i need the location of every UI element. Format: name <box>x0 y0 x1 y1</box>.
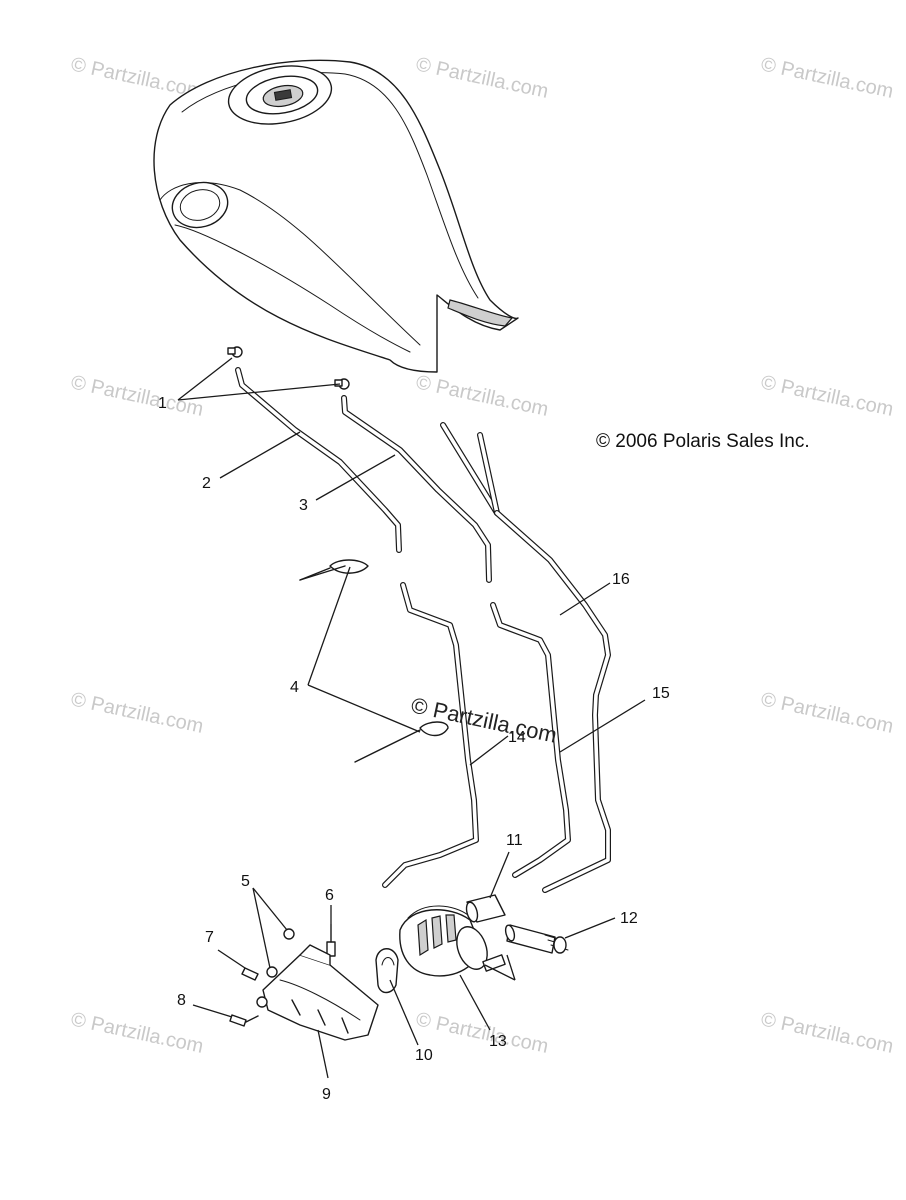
bolt-7 <box>241 967 259 981</box>
vent-hose-15 <box>490 602 571 878</box>
callout-4: 4 <box>290 679 299 696</box>
callout-2: 2 <box>202 475 211 492</box>
watermark: © Partzilla.com <box>414 371 550 421</box>
cable-tie <box>354 721 449 763</box>
charcoal-canister <box>399 905 506 977</box>
hose-clamp <box>227 346 243 358</box>
callout-12: 12 <box>620 910 638 927</box>
watermark: © Partzilla.com <box>69 371 205 421</box>
vent-hose-14 <box>382 582 479 888</box>
hose-sleeve-11 <box>465 894 506 923</box>
callout-14: 14 <box>508 729 526 746</box>
watermark: © Partzilla.com <box>69 1008 205 1058</box>
callout-5: 5 <box>241 873 250 890</box>
canister-bracket <box>256 944 379 1041</box>
callout-9: 9 <box>322 1086 331 1103</box>
callout-1: 1 <box>158 395 167 412</box>
callout-15: 15 <box>652 685 670 702</box>
watermark: © Partzilla.com <box>414 53 550 103</box>
callout-8: 8 <box>177 992 186 1009</box>
hose-12 <box>504 924 569 954</box>
callout-16: 16 <box>612 571 630 588</box>
vent-hose-2 <box>235 367 402 553</box>
callout-11: 11 <box>506 832 523 849</box>
vent-hose-16 <box>440 422 611 893</box>
bolt-6 <box>326 924 336 957</box>
fuel-tank <box>153 59 519 373</box>
bolt-8 <box>229 1014 259 1027</box>
watermark-center: © Partzilla.com <box>409 692 559 747</box>
watermark: © Partzilla.com <box>759 53 895 103</box>
callout-labels: 1 2 3 4 5 6 7 8 9 10 11 12 13 14 15 16 <box>158 395 670 1103</box>
callout-6: 6 <box>325 887 334 904</box>
copyright-notice: © 2006 Polaris Sales Inc. <box>596 431 810 452</box>
clip-10 <box>375 948 399 994</box>
callout-10: 10 <box>415 1047 433 1064</box>
nut-5 <box>266 928 295 978</box>
cable-tie <box>299 559 369 581</box>
watermark: © Partzilla.com <box>759 688 895 738</box>
leader-lines <box>177 357 646 1079</box>
watermark: © Partzilla.com <box>759 371 895 421</box>
watermark: © Partzilla.com <box>69 688 205 738</box>
watermark: © Partzilla.com <box>759 1008 895 1058</box>
callout-3: 3 <box>299 497 308 514</box>
callout-7: 7 <box>205 929 214 946</box>
callout-13: 13 <box>489 1033 507 1050</box>
vent-hose-3 <box>341 395 492 583</box>
